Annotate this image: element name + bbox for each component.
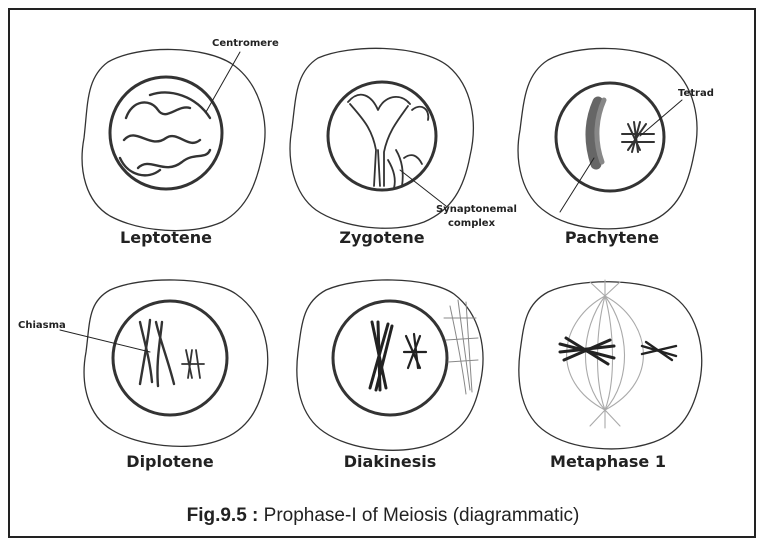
annotation-synaptonemal-line1: Synaptonemal (436, 204, 517, 215)
zygotene-cell (290, 48, 473, 228)
stage-label-zygotene: Zygotene (282, 228, 482, 247)
diakinesis-bivalent-large (370, 322, 392, 390)
zygotene-chromosomes (348, 95, 428, 188)
diakinesis-spindle (444, 300, 478, 394)
diplotene-bivalent-large (140, 320, 174, 386)
stage-label-pachytene: Pachytene (512, 228, 712, 247)
diakinesis-cell (297, 280, 483, 450)
stage-label-diakinesis: Diakinesis (290, 452, 490, 471)
leptotene-nucleus (110, 77, 222, 189)
pachytene-tetrad (622, 122, 654, 152)
pachytene-cell (518, 48, 697, 228)
pachytene-bivalent (591, 100, 604, 164)
diplotene-bivalent-small (182, 350, 204, 378)
annotation-tetrad: Tetrad (678, 88, 714, 99)
stage-label-leptotene: Leptotene (66, 228, 266, 247)
annotation-chiasma: Chiasma (18, 320, 66, 331)
stage-label-diplotene: Diplotene (70, 452, 270, 471)
figure-caption: Fig.9.5 : Prophase-I of Meiosis (diagram… (0, 505, 766, 527)
pachytene-nucleus (556, 83, 664, 191)
synaptonemal-leader (400, 170, 446, 206)
caption-figure-number: Fig.9.5 : (187, 505, 259, 526)
diakinesis-bivalent-small (404, 334, 426, 368)
leptotene-chromatin (120, 93, 210, 176)
annotation-centromere: Centromere (212, 38, 279, 49)
diakinesis-nucleus (333, 301, 447, 415)
diplotene-nucleus (113, 301, 227, 415)
tetrad-leader-1 (640, 100, 682, 136)
caption-text: Prophase-I of Meiosis (diagrammatic) (258, 505, 579, 526)
annotation-synaptonemal-line2: complex (448, 218, 495, 229)
leptotene-cell (82, 49, 265, 230)
chiasma-leader (60, 330, 150, 352)
diplotene-cell (84, 280, 268, 446)
metaphase-bivalent-right (642, 342, 676, 360)
centromere-leader (206, 52, 240, 112)
metaphase-cell (519, 280, 702, 449)
stage-label-metaphase-1: Metaphase 1 (508, 452, 708, 471)
zygotene-nucleus (328, 82, 436, 190)
